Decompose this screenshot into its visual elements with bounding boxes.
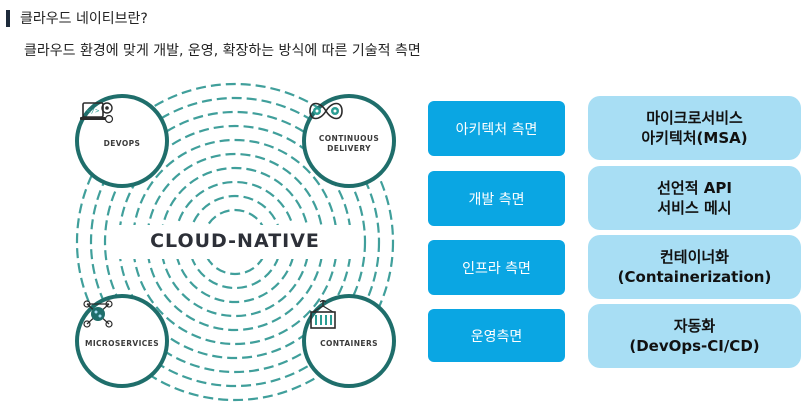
section-title: 클라우드 네이티브란?	[20, 11, 148, 27]
heading-bar	[6, 9, 10, 27]
node-containers: CONTAINERS	[302, 294, 396, 388]
svg-text:</>: </>	[87, 107, 100, 115]
node-devops: </> DEVOPS	[75, 94, 169, 188]
node-microservices: MICROSERVICES	[75, 294, 169, 388]
microservices-network-icon	[83, 300, 113, 328]
aspect-desc-architecture: 마이크로서비스 아키텍처(MSA)	[588, 96, 801, 160]
aspect-label-architecture: 아키텍처 측면	[428, 101, 565, 156]
node-containers-label: CONTAINERS	[320, 339, 378, 348]
aspect-desc-development: 선언적 API 서비스 메시	[588, 166, 801, 230]
aspect-label-operations: 운영측면	[428, 309, 565, 362]
container-crane-icon	[310, 299, 336, 329]
node-microservices-label: MICROSERVICES	[84, 339, 160, 348]
cloud-native-title: CLOUD-NATIVE	[150, 230, 320, 252]
aspect-desc-operations: 자동화 (DevOps-CI/CD)	[588, 304, 801, 368]
concentric-rings	[75, 82, 395, 402]
aspect-label-development: 개발 측면	[428, 171, 565, 226]
cloud-native-diagram: CLOUD-NATIVE </> DEVOPS CONTINUOUS DELIV…	[60, 80, 410, 404]
infinity-gears-icon	[309, 102, 343, 120]
devops-laptop-gear-icon: </>	[80, 102, 114, 124]
aspect-label-infrastructure: 인프라 측면	[428, 240, 565, 295]
aspect-desc-infrastructure: 컨테이너화 (Containerization)	[588, 235, 801, 299]
section-heading: 클라우드 네이티브란?	[6, 6, 148, 30]
node-continuous-delivery-label: CONTINUOUS DELIVERY	[318, 134, 380, 153]
node-devops-label: DEVOPS	[103, 139, 141, 148]
node-continuous-delivery: CONTINUOUS DELIVERY	[302, 94, 396, 188]
section-subtitle: 클라우드 환경에 맞게 개발, 운영, 확장하는 방식에 따른 기술적 측면	[24, 43, 421, 59]
